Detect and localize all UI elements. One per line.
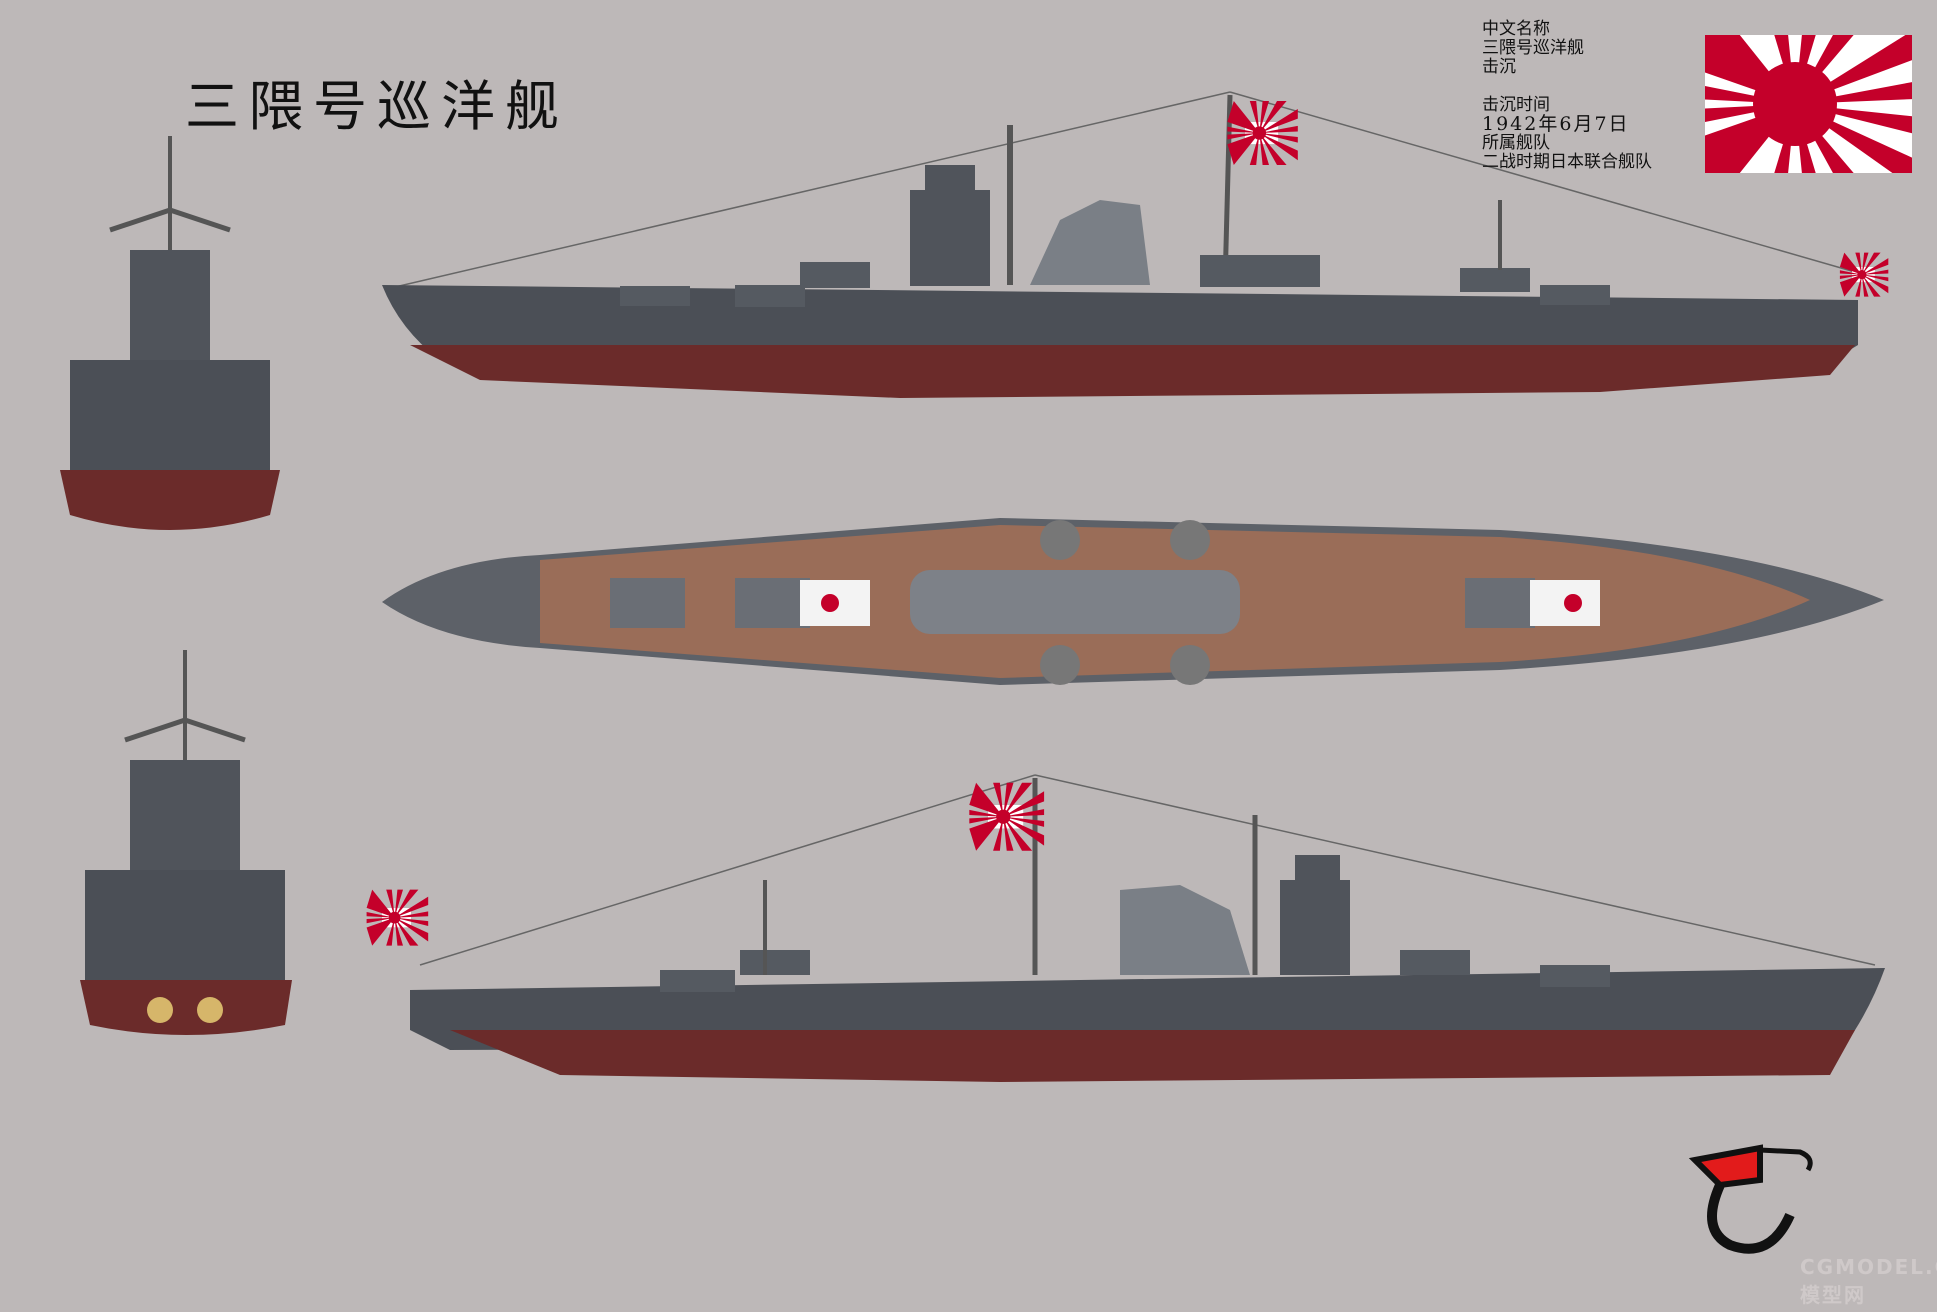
page-title: 三隈号巡洋舰 [185,75,569,138]
top-down-view [382,518,1884,685]
brit-logo [1688,1144,1813,1254]
fate-value: 击沉 [1482,57,1516,77]
side-view-port [366,774,1885,1082]
name-value: 三隈号巡洋舰 [1482,38,1584,58]
name-label: 中文名称 [1482,19,1550,39]
side-view-starboard [382,91,1889,398]
watermark: CGMODEL.CN 模型网 [1800,1255,1937,1307]
ship-info-block: 中文名称 三隈号巡洋舰 击沉 击沉时间 1942年6月7日 所属舰队 二战时期日… [1482,20,1652,172]
stern-view [80,650,292,1035]
fleet-label: 所属舰队 [1482,133,1550,153]
sunk-time-value: 1942年6月7日 [1482,113,1630,135]
sunk-time-label: 击沉时间 [1482,95,1550,115]
bow-view [60,136,280,530]
fleet-value: 二战时期日本联合舰队 [1482,152,1652,172]
